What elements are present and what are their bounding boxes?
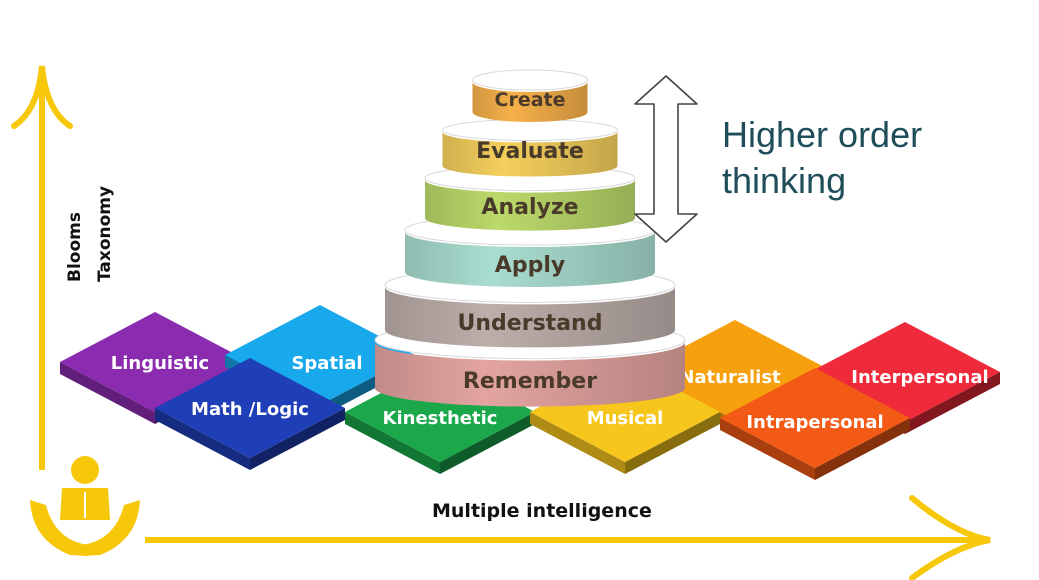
higher-order-thinking-label: Higher order thinking: [722, 114, 923, 201]
pyramid-layer-label: Apply: [495, 253, 565, 278]
intelligence-label: Math /Logic: [191, 399, 309, 420]
tile-left-face: [60, 362, 155, 424]
tile-left-face: [530, 412, 625, 474]
intelligence-label: Kinesthetic: [383, 408, 498, 429]
pyramid-layer-label: Analyze: [481, 195, 578, 220]
vertical-axis-arrowhead: [11, 65, 73, 129]
layer-body: [425, 180, 635, 231]
intelligence-label: Naturalist: [679, 367, 781, 388]
pyramid-layer-label: Create: [495, 89, 566, 111]
pyramid-layer-label: Understand: [458, 311, 603, 336]
intelligence-label: Linguistic: [111, 353, 209, 374]
tile-right-face: [250, 408, 345, 470]
intelligence-label: Spatial: [291, 353, 362, 374]
pyramid-layer-create: Create: [472, 69, 588, 122]
intelligence-label: Intrapersonal: [746, 412, 883, 433]
pyramid-layer-label: Remember: [463, 369, 597, 394]
intelligence-label: Musical: [587, 408, 664, 429]
layer-body: [375, 342, 685, 407]
intelligence-tile-math-logic: Math /Logic: [155, 358, 345, 470]
learner-hands-icon: [30, 456, 140, 556]
intelligence-tile-intrapersonal: Intrapersonal: [720, 368, 910, 480]
layer-body: [442, 132, 618, 177]
tile-right-face: [905, 372, 1000, 434]
tile-right-face: [625, 412, 720, 474]
intelligence-label: Interpersonal: [851, 367, 988, 388]
bloom-pyramid: Remember Understand Apply Analyze Evaluate Cr…: [374, 69, 686, 407]
multiple-intelligence-label: Multiple intelligence: [432, 500, 652, 522]
horizontal-axis-arrowhead: [909, 495, 991, 580]
tile-right-face: [815, 418, 910, 480]
tile-left-face: [720, 418, 815, 480]
tile-left-face: [345, 412, 440, 474]
tile-left-face: [155, 408, 250, 470]
pyramid-layer-label: Evaluate: [476, 139, 584, 164]
layer-body: [405, 232, 655, 287]
layer-top-disc: [472, 69, 588, 91]
layer-top-disc: [442, 119, 618, 141]
tile-top-face: [155, 358, 345, 458]
vertical-axis: [11, 65, 73, 470]
layer-body: [385, 287, 675, 348]
pyramid-layer-evaluate: Evaluate: [442, 119, 618, 177]
tile-right-face: [440, 412, 535, 474]
tile-top-face: [720, 368, 910, 468]
blooms-label-line1: Blooms: [65, 212, 85, 282]
horizontal-axis: [145, 495, 991, 580]
double-arrow-icon: [634, 75, 698, 243]
layer-body: [472, 82, 588, 122]
blooms-taxonomy-label: Blooms Taxonomy: [60, 152, 150, 282]
blooms-label-line2: Taxonomy: [95, 185, 115, 282]
